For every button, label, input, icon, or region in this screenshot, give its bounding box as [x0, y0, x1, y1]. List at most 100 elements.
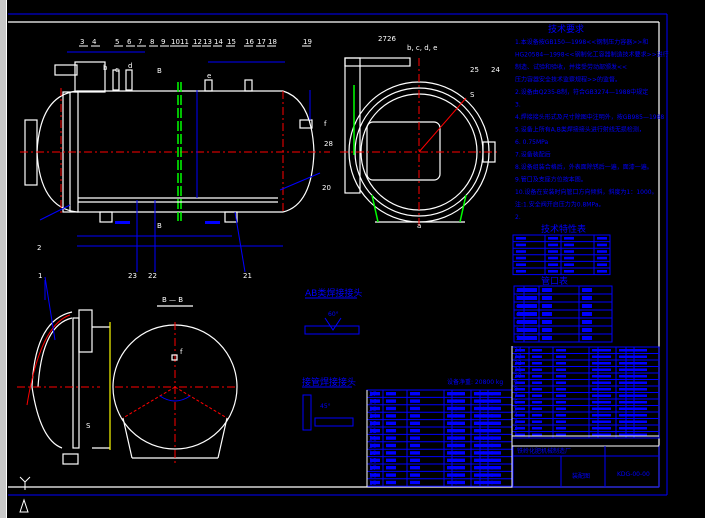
weld-angle-45: 45°	[320, 403, 331, 410]
parts-row-number: 33	[514, 354, 522, 361]
part-label-21: 21	[243, 272, 252, 280]
nozzle-row-f: f	[516, 327, 519, 334]
parts-row-number: 15	[369, 480, 377, 487]
parts-row-number: 23	[369, 421, 377, 428]
tech-req-line: 8.设备组装合格后，外表面除锈后一遍，面漆一遍。	[515, 163, 653, 171]
weld-details: AB类焊接接头 60° 接管焊接接头 45°	[302, 287, 362, 431]
tech-req-line: 2.	[515, 214, 521, 221]
weld-angle-60: 60°	[328, 311, 339, 318]
part-label-6: 6	[127, 38, 132, 46]
tech-req-line: 9.管口及支座方位按本图。	[515, 176, 587, 184]
part-label-22: 22	[148, 272, 157, 280]
tech-table-title: 技术特性表	[541, 223, 586, 235]
parts-row-number: 31	[514, 367, 522, 374]
part-label-8: 8	[150, 38, 154, 46]
parts-list: 设备净重: 20800 kg 3433323130987654321272625…	[366, 346, 660, 487]
tech-req-line: 10.设备在安装时向管口方向倾斜，斜度为1：1000。	[515, 188, 658, 196]
parts-row-number: 2	[514, 425, 518, 432]
part-label-14: 14	[214, 38, 223, 46]
section-nozzle-f: f	[180, 348, 183, 356]
part-label-10: 10	[171, 38, 180, 46]
section-b-b-view: B — B f	[112, 296, 238, 463]
end-label-25: 25	[470, 66, 479, 74]
part-label-9: 9	[161, 38, 165, 46]
part-label-16: 16	[245, 38, 254, 46]
part-label-4: 4	[92, 38, 97, 46]
part-label-7: 7	[138, 38, 142, 46]
parts-row-number: 18	[369, 458, 377, 465]
nozzle-letter-f: f	[324, 120, 327, 128]
nozzle-group-label: b, c, d, e	[407, 44, 437, 52]
weld-detail-title-nozzle: 接管焊接接头	[302, 376, 356, 388]
door-nozzle-s: S	[86, 422, 91, 430]
part-label-28: 28	[324, 140, 333, 148]
tech-req-line: 2.设备由Q235-B制，符合GB3274—1988中规定	[515, 88, 648, 96]
nozzle-letter-e: e	[207, 72, 211, 80]
nozzle-row-S: S	[516, 335, 520, 342]
parts-row-number: 24	[369, 413, 377, 420]
parts-row-number: 34	[514, 347, 522, 354]
parts-row-number: 27	[369, 391, 377, 398]
section-mark-top: B	[157, 67, 162, 75]
ucs-icon: Y	[19, 476, 31, 513]
parts-row-number: 16	[369, 472, 377, 479]
nozzle-row-c: c	[516, 303, 519, 310]
parts-row-number: 21	[369, 435, 377, 442]
weld-detail-title-ab: AB类焊接接头	[305, 287, 362, 299]
tech-characteristics-table: 技术特性表	[512, 223, 611, 276]
parts-row-number: 32	[514, 360, 522, 367]
end-label-26: 26	[387, 35, 396, 43]
drawing-name: 装配图	[572, 472, 590, 480]
part-label-23: 23	[128, 272, 137, 280]
technical-requirements: 技术要求 1.本设备按GB150—1998<<钢制压力容器>>和 HG20584—…	[515, 23, 669, 221]
title-block: 铁岭化肥机械制造厂 装配图 KDG-00-00	[366, 346, 660, 488]
nozzle-letter-c: c	[115, 66, 119, 74]
nozzle-row-b: b	[516, 295, 520, 302]
part-label-3: 3	[80, 38, 84, 46]
parts-row-number: 3	[514, 419, 518, 426]
tech-req-line: 7.设备装配后	[515, 151, 551, 159]
tech-req-line: 1.本设备按GB150—1998<<钢制压力容器>>和	[515, 38, 648, 46]
nozzle-row-e: e	[516, 319, 520, 326]
parts-row-number: 17	[369, 465, 377, 472]
end-label-27: 27	[378, 35, 387, 43]
part-label-17: 17	[257, 38, 266, 46]
nozzle-a-label: a	[417, 222, 421, 230]
part-label-20: 20	[322, 184, 331, 192]
drawing-number: KDG-00-00	[617, 471, 650, 478]
weight-label: 设备净重: 20800 kg	[447, 378, 503, 386]
part-label-12: 12	[193, 38, 202, 46]
company-name: 铁岭化肥机械制造厂	[517, 447, 571, 455]
parts-row-number: 25	[369, 406, 377, 413]
tech-req-title: 技术要求	[548, 23, 584, 35]
part-label-2: 2	[37, 244, 41, 252]
tech-req-line: 3.	[515, 102, 521, 109]
tech-req-line: 制造、试验和验收，并接受劳动部颁发<<	[515, 63, 627, 71]
part-label-13: 13	[203, 38, 212, 46]
end-view: 27 26 b, c, d, e 25 24 S a	[340, 35, 500, 230]
parts-row-number: 19	[369, 450, 377, 457]
end-label-24: 24	[491, 66, 500, 74]
nozzle-letter-d: d	[128, 62, 132, 70]
section-mark-bottom: B	[157, 222, 162, 230]
parts-row-number: 8	[514, 386, 518, 393]
window-edge-scrollbar[interactable]	[0, 0, 7, 518]
tech-req-line: HG20584—1998<<钢制化工容器制造技术要求>>进行	[515, 51, 669, 59]
parts-row-number: 22	[369, 428, 377, 435]
tech-req-line: 注:1.安全阀开启压力为0.8MPa。	[515, 201, 605, 209]
parts-row-number: 26	[369, 398, 377, 405]
part-label-5: 5	[115, 38, 119, 46]
nozzle-s-label: S	[470, 91, 475, 99]
tech-req-line: 4.焊接接头形式及尺寸除图中注明外，按GB985—1988	[515, 113, 664, 121]
parts-row-number: 30	[514, 373, 522, 380]
nozzle-row-d: d	[516, 311, 520, 318]
tech-req-line: 5.设备上所有A,B类焊接接头进行射线无损检测，	[515, 126, 645, 134]
tech-req-line: 压力容器安全技术监察规程>>的监督。	[515, 76, 621, 84]
section-title: B — B	[162, 296, 183, 304]
part-label-1: 1	[38, 272, 42, 280]
part-label-11: 11	[180, 38, 189, 46]
nozzle-table-title: 管口表	[541, 275, 568, 287]
